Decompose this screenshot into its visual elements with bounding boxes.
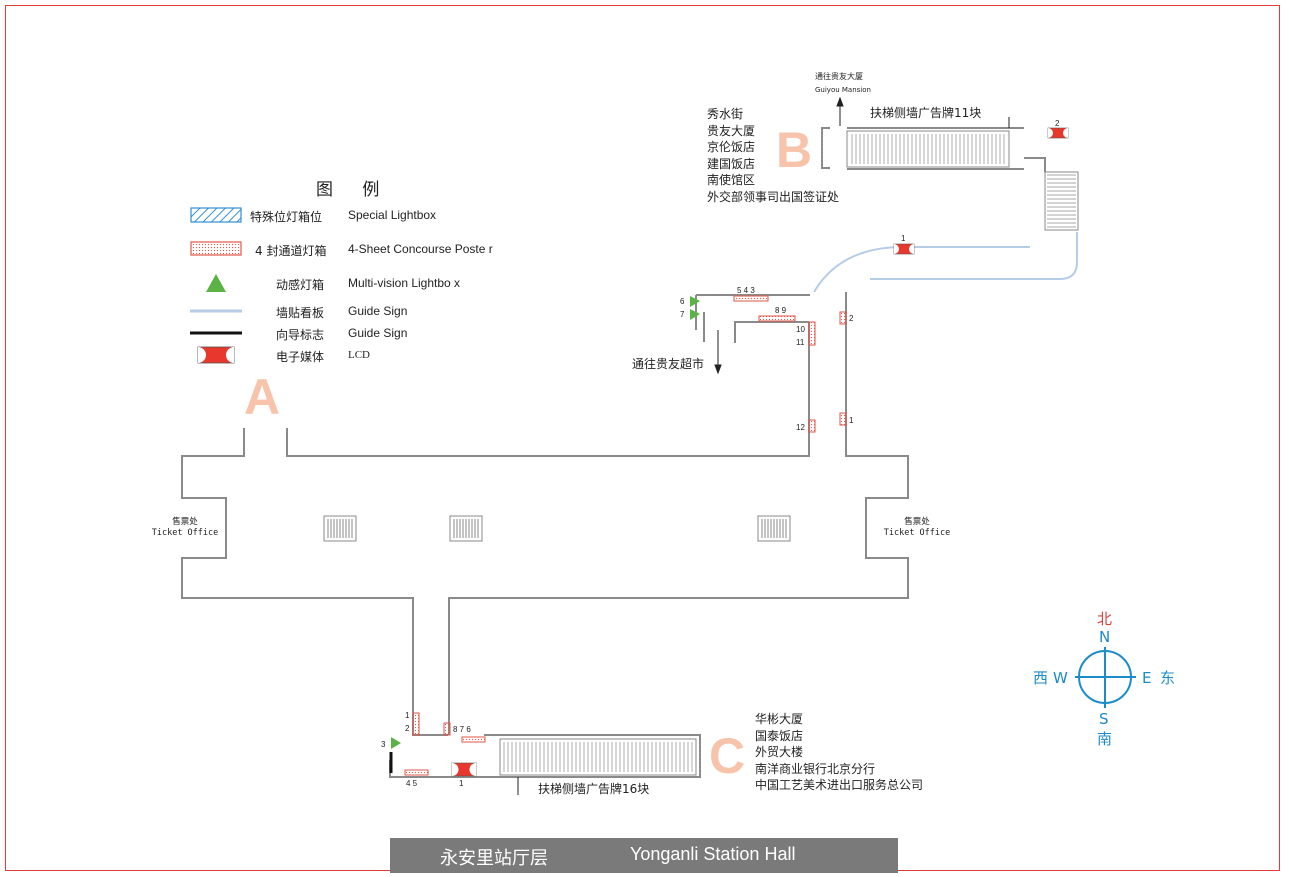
compass-n-zh: 北 bbox=[1097, 610, 1113, 628]
footer-title-en: Yonganli Station Hall bbox=[630, 844, 796, 864]
ticket-office-zh: 售票处 bbox=[172, 517, 198, 527]
landmark: 南使馆区 bbox=[707, 173, 756, 187]
landmark: 建国饭店 bbox=[707, 156, 756, 171]
position-number: 6 bbox=[680, 297, 685, 306]
legend-label-en: Guide Sign bbox=[348, 304, 408, 318]
lcd-screens bbox=[451, 127, 1069, 777]
compass-s: S bbox=[1099, 710, 1109, 728]
compass-rose bbox=[1075, 647, 1136, 708]
hall-stairs bbox=[323, 515, 791, 542]
exit-a-letter: A bbox=[244, 369, 281, 425]
position-number: 1 bbox=[849, 416, 854, 425]
legend-label-en: 4-Sheet Concourse Poste r bbox=[348, 242, 493, 256]
position-number: 1 bbox=[459, 779, 464, 788]
landmark: 秀水街 bbox=[707, 107, 744, 121]
legend-label-en: Special Lightbox bbox=[348, 208, 437, 222]
legend-label-zh: 特殊位灯箱位 bbox=[250, 210, 323, 224]
concourse-posters bbox=[404, 295, 847, 776]
compass-e: E bbox=[1142, 669, 1152, 687]
ticket-office-zh: 售票处 bbox=[904, 517, 930, 527]
position-number: 3 bbox=[381, 740, 386, 749]
legend-poster-swatch bbox=[190, 241, 242, 256]
landmark: 外交部领事司出国签证处 bbox=[707, 189, 840, 204]
footer-title-zh: 永安里站厅层 bbox=[440, 848, 548, 869]
exit-c-letter: C bbox=[709, 728, 746, 784]
multivision-lightboxes bbox=[391, 296, 700, 749]
compass-w: W bbox=[1053, 669, 1068, 687]
compass-s-zh: 南 bbox=[1097, 730, 1113, 748]
legend-label-zh: 动感灯箱 bbox=[276, 278, 325, 292]
position-number: 11 bbox=[796, 338, 805, 347]
escalator-b-label: 扶梯侧墙广告牌11块 bbox=[870, 106, 982, 120]
landmark: 贵友大厦 bbox=[707, 123, 756, 138]
escalator-b bbox=[846, 130, 1079, 231]
legend-label-en: LCD bbox=[348, 349, 370, 361]
legend-label-en: Guide Sign bbox=[348, 326, 408, 340]
landmark: 华彬大厦 bbox=[755, 712, 804, 726]
guiyou-supermarket-label: 通往贵友超市 bbox=[632, 357, 705, 371]
landmark: 中国工艺美术进出口服务总公司 bbox=[755, 778, 924, 792]
position-number: 1 bbox=[901, 234, 906, 243]
position-number: 2 bbox=[849, 314, 854, 323]
legend-label-en: Multi-vision Lightbo x bbox=[348, 276, 461, 290]
footer-title-bar: 永安里站厅层 Yonganli Station Hall bbox=[390, 838, 898, 873]
legend-label-zh: 墙贴看板 bbox=[276, 306, 325, 320]
ticket-office-en: Ticket Office bbox=[883, 528, 951, 538]
position-number: 1 bbox=[405, 711, 410, 720]
direction-arrows bbox=[517, 96, 1010, 795]
ticket-office-west: 售票处 Ticket Office bbox=[150, 517, 220, 539]
landmark: 京伦饭店 bbox=[707, 140, 756, 154]
exit-b-letter: B bbox=[776, 122, 813, 178]
landmark: 外贸大楼 bbox=[755, 745, 804, 759]
position-number: 2 bbox=[1055, 119, 1060, 128]
position-number: 12 bbox=[796, 423, 805, 432]
legend-title: 图 例 bbox=[316, 180, 392, 200]
position-number: 7 bbox=[680, 310, 685, 319]
ticket-office-east: 售票处 Ticket Office bbox=[882, 517, 952, 539]
guide-sign-strip bbox=[813, 232, 1078, 293]
landmark: 国泰饭店 bbox=[755, 728, 804, 743]
compass-n: N bbox=[1099, 628, 1111, 646]
exit-c-landmarks: 华彬大厦 国泰饭店 外贸大楼 南洋商业银行北京分行 中国工艺美术进出口服务总公司 bbox=[755, 711, 923, 794]
compass-w-zh: 西 bbox=[1033, 669, 1049, 687]
hall-walls bbox=[181, 127, 1046, 778]
position-number: 2 bbox=[405, 724, 410, 733]
guiyou-mansion-en-label: Guiyou Mansion bbox=[815, 86, 871, 94]
position-number: 8 9 bbox=[775, 306, 787, 315]
ticket-office-en: Ticket Office bbox=[151, 528, 219, 538]
legend-multivision-triangle bbox=[206, 274, 226, 292]
position-number: 8 7 6 bbox=[453, 725, 471, 734]
legend-label-zh: 电子媒体 bbox=[276, 350, 325, 364]
escalator-c bbox=[499, 738, 697, 776]
guiyou-mansion-label: 通往贵友大厦 bbox=[815, 72, 863, 81]
escalator-c-label: 扶梯侧墙广告牌16块 bbox=[538, 782, 650, 796]
exit-b-landmarks: 秀水街 贵友大厦 京伦饭店 建国饭店 南使馆区 外交部领事司出国签证处 bbox=[707, 106, 839, 205]
position-number: 5 4 3 bbox=[737, 286, 755, 295]
landmark: 南洋商业银行北京分行 bbox=[755, 761, 876, 776]
legend-lcd-icon bbox=[197, 346, 235, 364]
position-number: 4 5 bbox=[406, 779, 418, 788]
legend-label-zh: 4 封通道灯箱 bbox=[255, 244, 327, 258]
legend-special-lightbox-swatch bbox=[190, 207, 242, 223]
position-number: 10 bbox=[796, 325, 805, 334]
compass-e-zh: 东 bbox=[1160, 669, 1176, 687]
legend-label-zh: 向导标志 bbox=[276, 328, 325, 342]
